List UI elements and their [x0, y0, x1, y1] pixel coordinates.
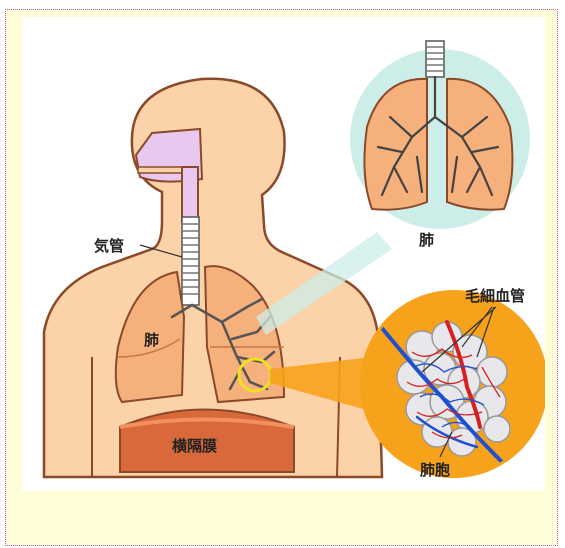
- label-lung-main: 肺: [144, 331, 159, 349]
- page-frame: 気管 肺 肺 横隔膜 毛細血管 肺胞: [5, 9, 558, 546]
- label-trachea: 気管: [94, 237, 124, 255]
- illustration-panel: 気管 肺 肺 横隔膜 毛細血管 肺胞: [22, 17, 545, 491]
- trachea: [182, 217, 199, 305]
- label-capillaries: 毛細血管: [465, 287, 525, 305]
- label-diaphragm: 横隔膜: [172, 437, 217, 455]
- label-lung-inset: 肺: [419, 231, 434, 249]
- respiratory-diagram: 気管 肺 肺 横隔膜 毛細血管 肺胞: [22, 17, 545, 491]
- label-alveoli: 肺胞: [420, 461, 450, 479]
